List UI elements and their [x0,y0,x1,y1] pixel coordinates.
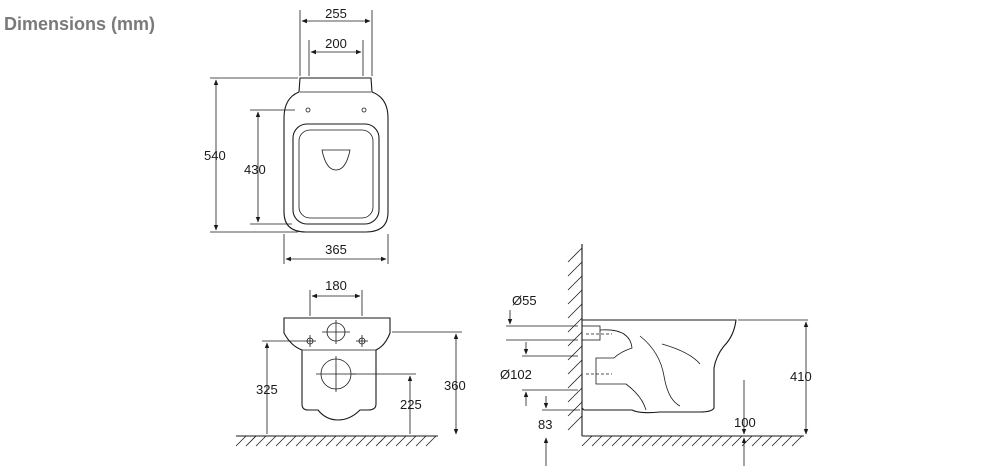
bolt-hole-right [361,107,367,113]
top-view-outline [283,77,389,233]
top-drain [321,149,351,171]
side-floor-hatch [581,435,803,447]
dim-225-label: 225 [400,397,422,412]
dim-200-label: 200 [325,36,347,51]
side-trap [595,329,647,411]
bolt-hole-left [305,107,311,113]
dim-180-label: 180 [325,278,347,293]
page-title: Dimensions (mm) [4,14,156,34]
top-bowl-inner [298,129,374,219]
side-wall-hatch [567,247,583,431]
dim-dia102-label: Ø102 [500,367,532,382]
side-view-outline [581,319,737,414]
front-view: 180 325 225 360 [235,278,466,447]
dim-410-label: 410 [790,369,812,384]
side-view: Ø55 Ø102 83 100 410 [500,244,812,466]
dim-360-label: 360 [444,378,466,393]
dim-83-label: 83 [538,417,552,432]
dim-255-label: 255 [325,6,347,21]
dim-100-label: 100 [734,415,756,430]
top-bowl-outer [292,123,380,225]
front-view-outline [283,317,391,421]
dim-365-label: 365 [325,242,347,257]
top-view: 255 200 540 430 365 [204,6,389,264]
front-floor-hatch [235,435,437,447]
dim-325-label: 325 [256,382,278,397]
side-inlet [581,325,601,341]
dim-dia55-label: Ø55 [512,293,537,308]
dim-430-label: 430 [244,162,266,177]
dim-540-label: 540 [204,148,226,163]
